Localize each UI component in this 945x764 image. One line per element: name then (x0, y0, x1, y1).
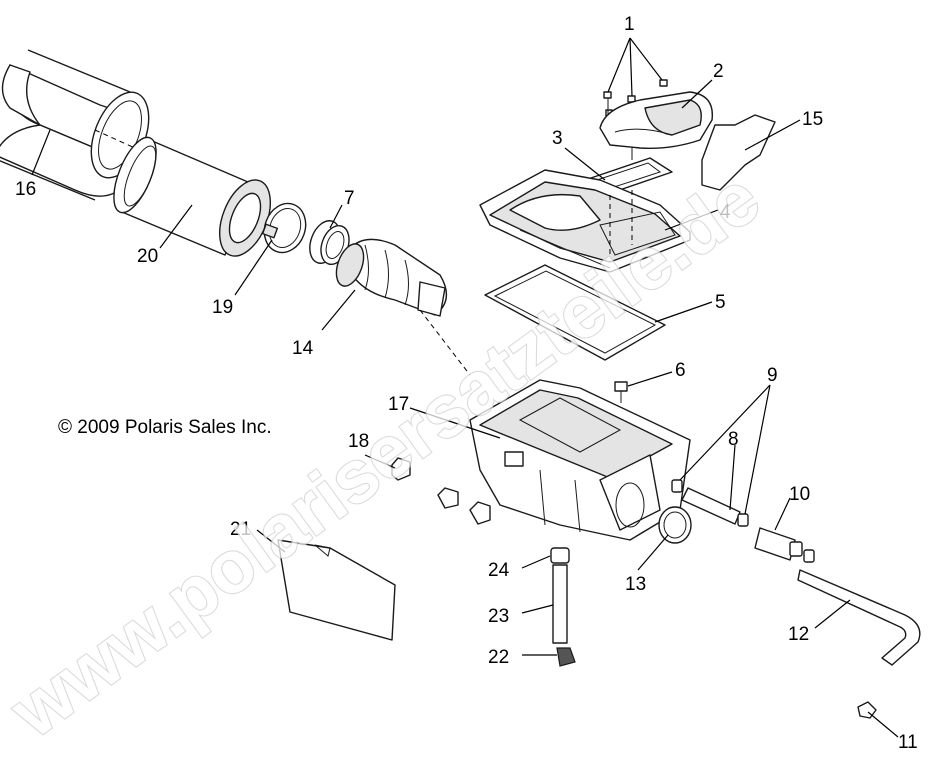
callout-16: 16 (15, 179, 36, 200)
callout-4: 4 (720, 202, 731, 223)
callout-3: 3 (552, 128, 563, 149)
part-5-seal (484, 264, 666, 361)
part-12-breather-tube (797, 569, 921, 666)
part-4-airbox-cover (479, 169, 691, 273)
callout-22: 22 (488, 647, 509, 668)
callout-19: 19 (212, 297, 233, 318)
part-13-clamp (658, 506, 692, 544)
callout-8: 8 (728, 429, 739, 450)
part-9-fittings (671, 479, 749, 527)
part-11-cap (857, 701, 877, 719)
part-17-airbox-housing (469, 379, 691, 541)
part-23-drain-tube (552, 564, 568, 644)
part-22-drain-valve (556, 647, 576, 667)
callout-17: 17 (388, 394, 409, 415)
callout-5: 5 (715, 292, 726, 313)
callout-23: 23 (488, 606, 509, 627)
leader-lines (31, 37, 899, 738)
part-18-clips (391, 457, 491, 525)
callout-6: 6 (675, 360, 686, 381)
callout-24: 24 (488, 560, 510, 581)
callout-15: 15 (802, 109, 823, 130)
copyright-notice: © 2009 Polaris Sales Inc. (58, 417, 272, 438)
callout-21: 21 (230, 519, 251, 540)
part-8-hose (681, 487, 741, 525)
callout-10: 10 (789, 484, 810, 505)
part-15-label (701, 114, 776, 191)
callout-11: 11 (898, 732, 918, 753)
callout-1: 1 (624, 14, 635, 35)
callout-12: 12 (788, 624, 809, 645)
part-21-label (277, 539, 396, 641)
callout-20: 20 (137, 246, 158, 267)
callout-9: 9 (767, 365, 778, 386)
callout-18: 18 (348, 431, 369, 452)
part-20-air-filter (113, 136, 272, 257)
part-2-snorkel-cover (599, 91, 714, 150)
part-14-intake-boot (335, 238, 471, 376)
callout-14: 14 (292, 338, 314, 359)
part-24-cap (550, 547, 570, 564)
part-19-clamp (261, 202, 307, 254)
callout-7: 7 (344, 188, 355, 209)
callouts: 1 2 3 4 5 6 7 8 9 10 11 12 13 14 15 16 1… (15, 14, 918, 753)
part-6-bolt (614, 381, 628, 403)
part-10-check-valve (754, 527, 815, 563)
callout-2: 2 (713, 61, 724, 82)
callout-13: 13 (625, 574, 646, 595)
